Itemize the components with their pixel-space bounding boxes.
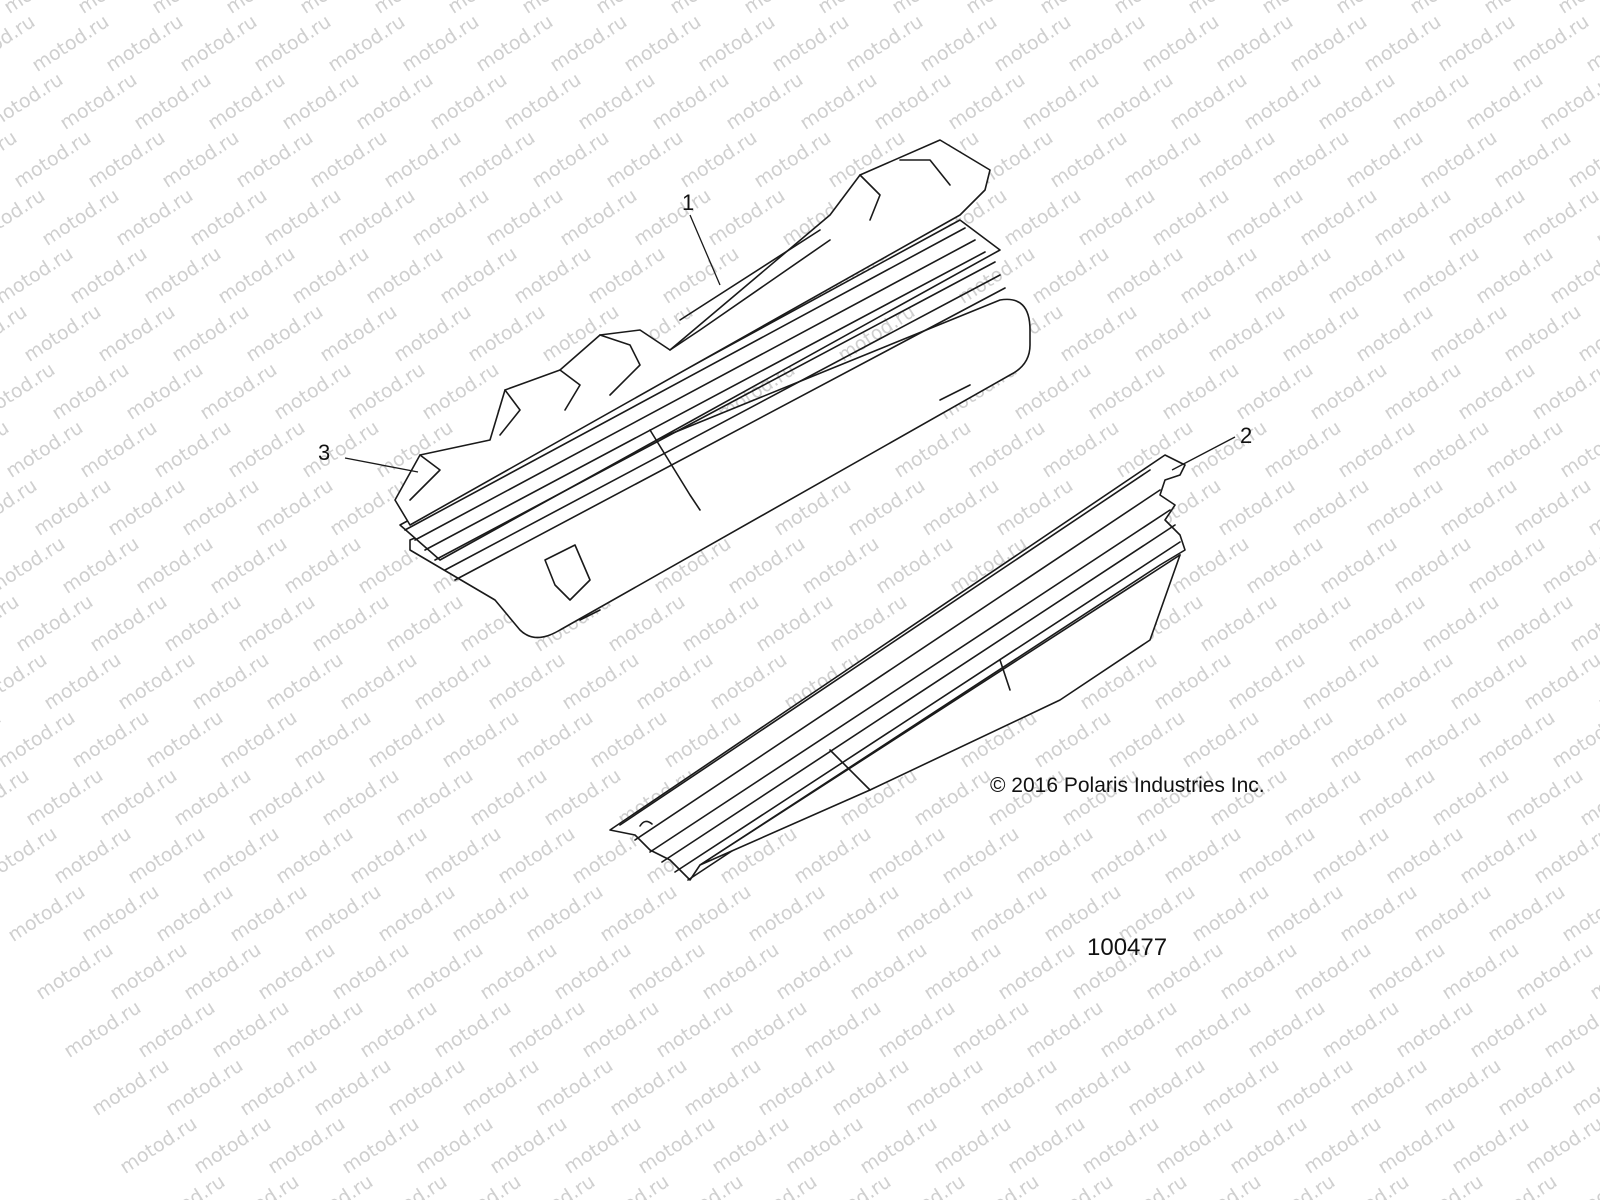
part-1-housing: [394, 139, 1031, 639]
leader-line-2: [1171, 436, 1236, 471]
callout-2: 2: [1240, 423, 1252, 448]
callout-3: 3: [318, 440, 330, 465]
figure-number: 100477: [1087, 934, 1167, 961]
leader-line-3: [344, 457, 419, 473]
leader-line-1: [689, 214, 721, 286]
callout-1: 1: [682, 190, 694, 215]
copyright-notice: © 2016 Polaris Industries Inc.: [990, 774, 1265, 797]
part-2-gasket: [609, 454, 1186, 881]
